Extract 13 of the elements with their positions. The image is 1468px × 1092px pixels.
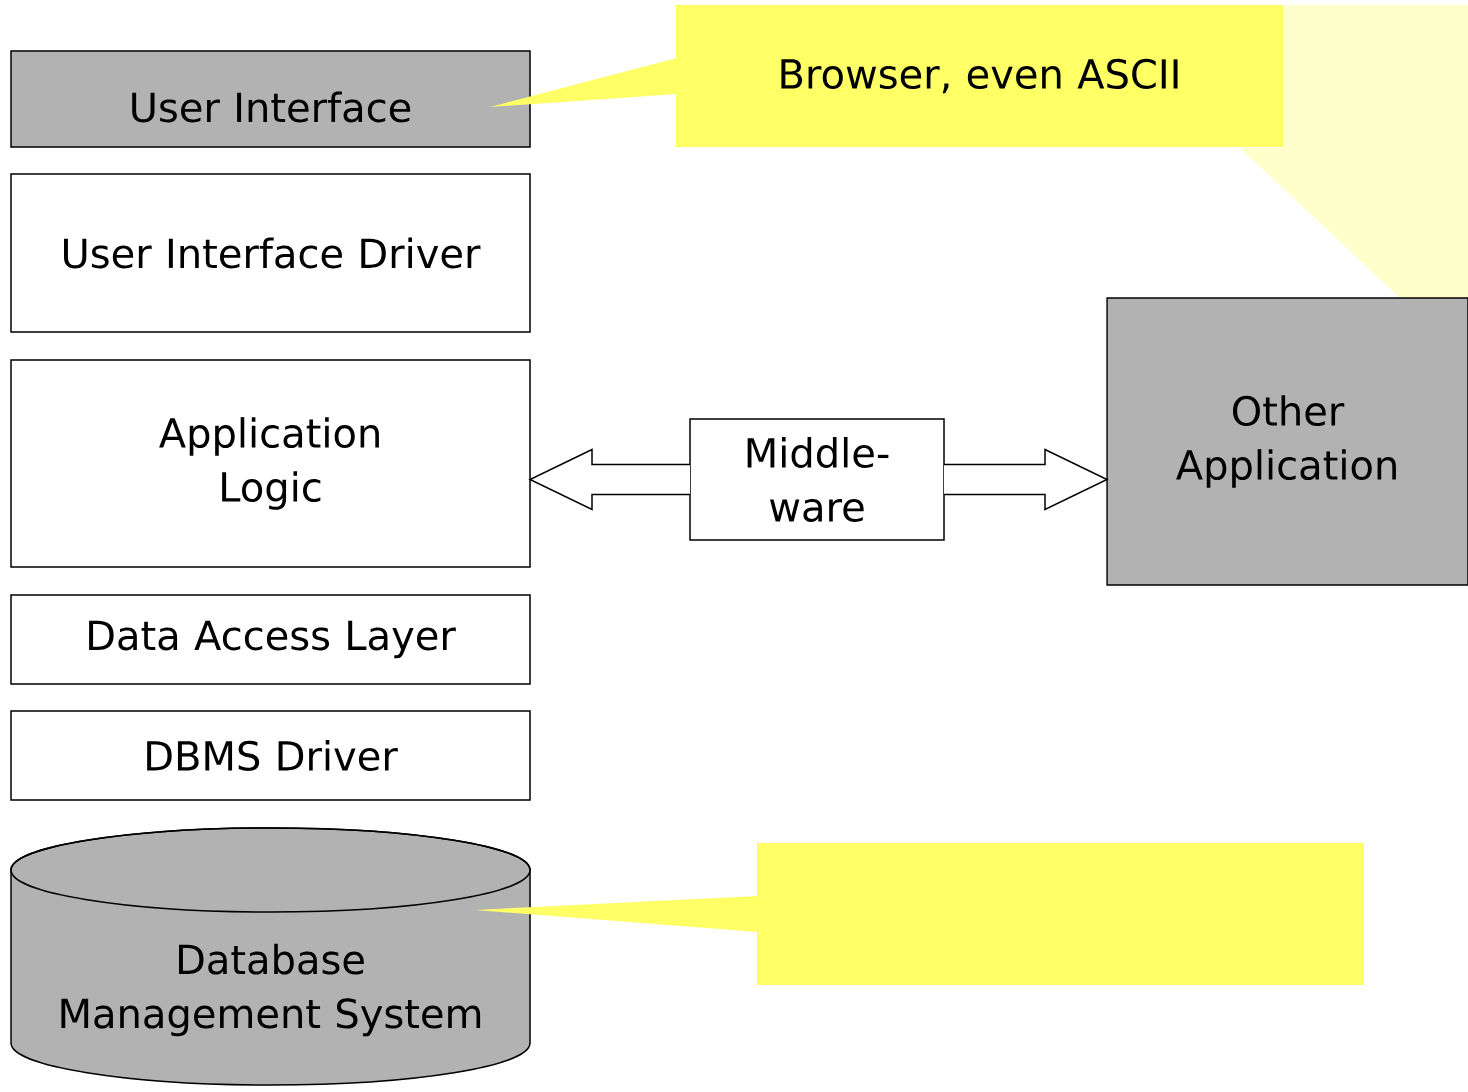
layer-box: Application Logic	[10, 359, 531, 568]
callout-box	[757, 843, 1364, 985]
database-cylinder: Database Management System	[10, 827, 531, 1086]
middleware-box: Middle- ware	[689, 418, 945, 541]
callout-box: Browser, even ASCII	[676, 5, 1283, 147]
application-box: Other Application	[1106, 297, 1468, 586]
layer-box: User Interface Driver	[10, 173, 531, 333]
leader-line	[490, 58, 677, 107]
block-arrow	[528, 448, 691, 511]
layer-box: DBMS Driver	[10, 710, 531, 801]
layer-box: Data Access Layer	[10, 594, 531, 685]
block-arrow	[943, 448, 1109, 511]
layer-box: User Interface	[10, 50, 531, 148]
